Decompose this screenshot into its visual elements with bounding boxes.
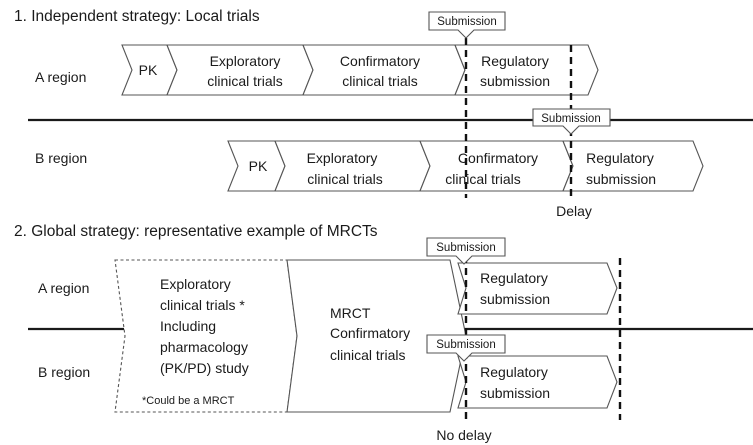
section2-region-b-label: B region bbox=[38, 364, 90, 380]
section2-region-a-label: A region bbox=[38, 280, 89, 296]
section2-a-regulatory-line1: Regulatory bbox=[480, 270, 548, 286]
section2-b-regulatory-line1: Regulatory bbox=[480, 364, 548, 380]
section1-b-regulatory-line1: Regulatory bbox=[586, 150, 654, 166]
section1-a-regulatory-line2: submission bbox=[480, 73, 550, 89]
section2-no-delay-label: No delay bbox=[436, 427, 491, 443]
section1-a-regulatory-stage bbox=[454, 44, 599, 96]
section2-title: 2. Global strategy: representative examp… bbox=[14, 223, 378, 240]
section2-exploratory-line3: Including bbox=[160, 318, 216, 334]
section2-exploratory-line1: Exploratory bbox=[160, 276, 231, 292]
section1-submission-b-label: Submission bbox=[541, 113, 600, 125]
section2-exploratory-line2: clinical trials * bbox=[160, 297, 245, 313]
section1-a-pk-label: PK bbox=[139, 62, 158, 78]
section1-b-regulatory-stage bbox=[562, 140, 704, 192]
section2-submission-a-label: Submission bbox=[436, 242, 495, 254]
section1-region-a-label: A region bbox=[35, 69, 86, 85]
section2-submission-callout-b: Submission bbox=[426, 334, 506, 362]
section2-submission-b-label: Submission bbox=[436, 339, 495, 351]
section2-exploratory-note: *Could be a MRCT bbox=[142, 395, 235, 407]
section1-a-exploratory-line2: clinical trials bbox=[207, 73, 282, 89]
section2-b-regulatory-line2: submission bbox=[480, 385, 550, 401]
section2-mrct-stage bbox=[286, 259, 467, 413]
section1-b-exploratory-line2: clinical trials bbox=[307, 171, 382, 187]
section1-submission-a-label: Submission bbox=[437, 16, 496, 28]
section1-a-confirmatory-line2: clinical trials bbox=[342, 73, 417, 89]
section1-a-confirmatory-line1: Confirmatory bbox=[340, 53, 420, 69]
section2-exploratory-line4: pharmacology bbox=[160, 339, 248, 355]
section1-title: 1. Independent strategy: Local trials bbox=[14, 8, 260, 25]
section1-submission-callout-a: Submission bbox=[428, 11, 506, 39]
section2-mrct-line1: MRCT bbox=[330, 305, 371, 321]
section1-a-exploratory-line1: Exploratory bbox=[210, 53, 281, 69]
section2-mrct-line2: Confirmatory bbox=[330, 325, 410, 341]
section1-b-confirmatory-line2: clinical trials bbox=[445, 171, 520, 187]
section2-submission-callout-a: Submission bbox=[426, 237, 506, 265]
section1-a-regulatory-line1: Regulatory bbox=[481, 53, 549, 69]
section1-b-confirmatory-line1: Confirmatory bbox=[458, 150, 538, 166]
section1-submission-callout-b: Submission bbox=[532, 108, 611, 135]
section2-exploratory-line5: (PK/PD) study bbox=[160, 360, 249, 376]
section1-delay-label: Delay bbox=[556, 203, 592, 219]
section1-b-exploratory-line1: Exploratory bbox=[307, 150, 378, 166]
section2-mrct-line3: clinical trials bbox=[330, 347, 405, 363]
section1-b-pk-label: PK bbox=[249, 158, 268, 174]
section1-b-regulatory-line2: submission bbox=[586, 171, 656, 187]
section1-region-b-label: B region bbox=[35, 150, 87, 166]
section2-a-regulatory-stage bbox=[457, 262, 618, 315]
section2-a-regulatory-line2: submission bbox=[480, 291, 550, 307]
